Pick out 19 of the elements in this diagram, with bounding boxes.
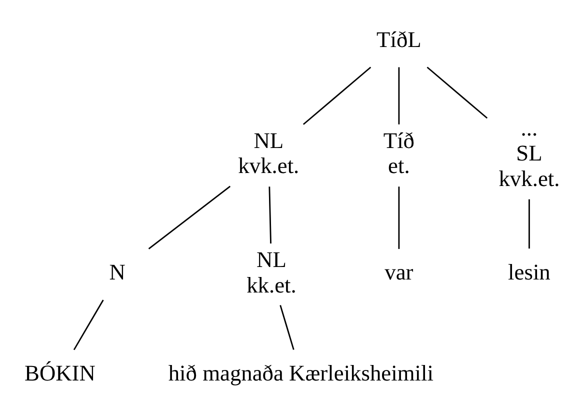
connector xyxy=(268,186,272,244)
connector xyxy=(73,299,104,350)
node-text: TíðL xyxy=(376,26,422,52)
connector xyxy=(398,186,400,248)
connector xyxy=(528,198,530,248)
connector xyxy=(148,185,231,249)
node-text: lesin xyxy=(508,259,550,284)
node-text: ... SL kvk.et. xyxy=(498,114,560,190)
node-text: NL kk.et. xyxy=(246,246,296,297)
connector xyxy=(398,66,400,124)
node-text: hið magnaða Kærleiksheimili xyxy=(168,360,434,386)
connector xyxy=(280,304,294,350)
connector xyxy=(426,66,488,118)
node-text: Tíð et. xyxy=(383,127,415,178)
node-text: N xyxy=(109,259,126,284)
node-text: BÓKIN xyxy=(24,360,96,386)
node-text: NL kvk.et. xyxy=(238,127,300,178)
connector xyxy=(302,66,372,124)
node-text: var xyxy=(384,259,414,284)
